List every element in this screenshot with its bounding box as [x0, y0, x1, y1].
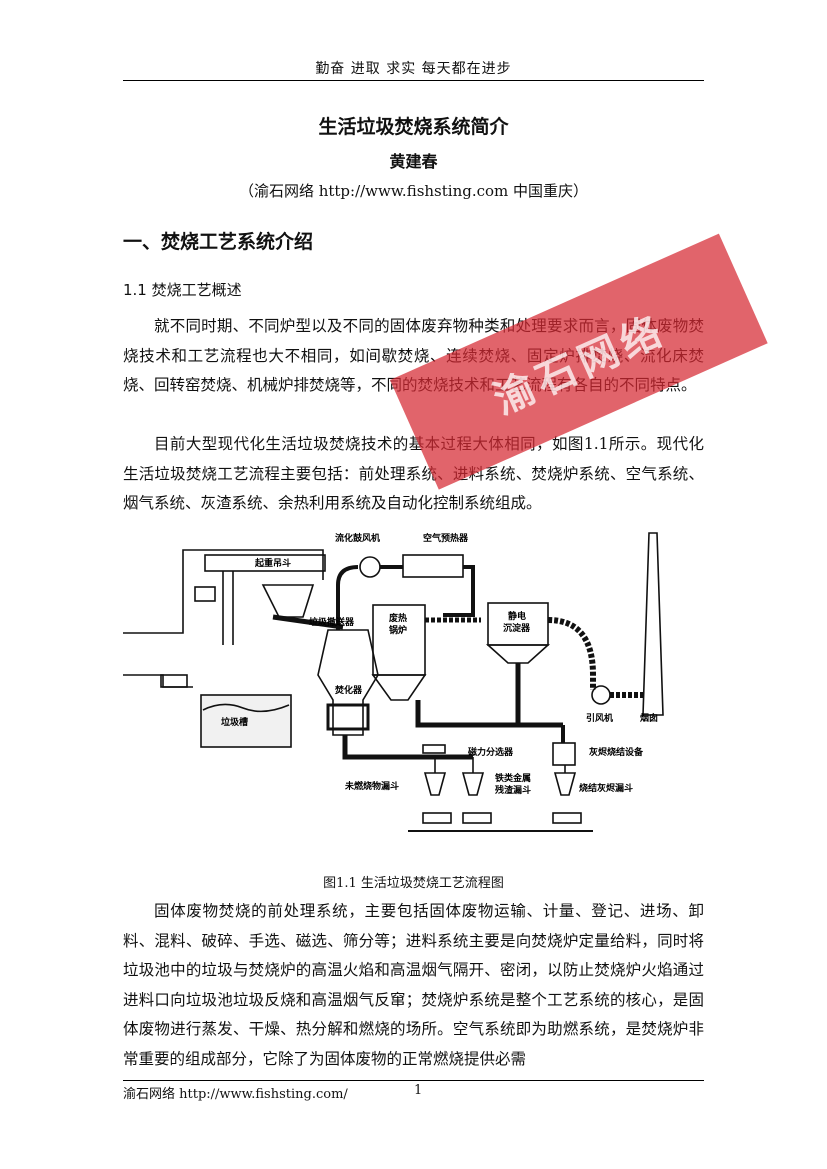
residue-hopper — [461, 772, 485, 796]
process-flow-diagram: 起重吊斗 流化鼓风机 空气预热器 垃圾撒送器 废热 锅炉 静电 沉淀器 垃圾槽 … — [123, 532, 664, 832]
building-outline — [123, 674, 193, 688]
document-author: 黄建春 — [389, 152, 438, 171]
label-unburnt-hopper: 未燃烧物漏斗 — [344, 780, 399, 792]
label-feeder: 垃圾撒送器 — [309, 616, 355, 628]
label-induced-fan: 引风机 — [586, 712, 613, 724]
subsection-heading: 1.1 焚烧工艺概述 — [123, 281, 242, 299]
label-crane: 起重吊斗 — [254, 557, 291, 569]
header-rule — [123, 80, 704, 81]
blower-fan — [359, 556, 381, 578]
unburnt-hopper — [423, 772, 447, 796]
document-title: 生活垃圾焚烧系统简介 — [318, 116, 509, 138]
air-preheater — [402, 554, 464, 578]
page-header-motto: 勤奋 进取 求实 每天都在进步 — [315, 61, 512, 77]
paragraph-3: 固体废物焚烧的前处理系统，主要包括固体废物运输、计量、登记、进场、卸料、混料、破… — [123, 902, 704, 1068]
paragraph-2: 目前大型现代化生活垃圾焚烧技术的基本过程大体相同，如图1.1所示。现代化生活垃圾… — [123, 435, 704, 512]
label-preheater: 空气预热器 — [423, 532, 469, 544]
garbage-pit — [200, 694, 292, 748]
ash-sintering-unit — [552, 742, 576, 766]
document-affiliation: （渝石网络 http://www.fishsting.com 中国重庆） — [238, 182, 589, 200]
label-fan: 流化鼓风机 — [335, 532, 380, 544]
label-pit: 垃圾槽 — [221, 716, 248, 728]
label-boiler-1: 废热 — [389, 612, 407, 624]
label-iron-2: 残渣漏斗 — [495, 784, 531, 796]
label-iron-1: 铁类金属 — [495, 772, 531, 784]
induced-fan — [591, 685, 611, 705]
label-esp-1: 静电 — [508, 610, 526, 622]
footer-rule — [123, 1080, 704, 1081]
page-number: 1 — [414, 1083, 423, 1098]
label-sinter-hopper: 烧结灰烬漏斗 — [579, 782, 633, 794]
footer-site: 渝石网络 http://www.fishsting.com/ — [123, 1087, 348, 1102]
label-magnetic: 磁力分选器 — [468, 746, 514, 758]
sinter-ash-hopper — [553, 772, 577, 796]
figure-caption: 图1.1 生活垃圾焚烧工艺流程图 — [323, 876, 504, 891]
label-chimney: 烟囱 — [640, 712, 658, 724]
label-ash-equipment: 灰烬烧结设备 — [589, 746, 644, 758]
crane-rail — [204, 554, 326, 572]
label-esp-2: 沉淀器 — [503, 622, 531, 634]
label-incinerator: 焚化器 — [334, 684, 363, 696]
incinerator — [317, 629, 379, 736]
section-heading: 一、焚烧工艺系统介绍 — [123, 231, 314, 253]
chimney — [642, 532, 664, 716]
feed-hopper — [261, 584, 315, 618]
label-boiler-2: 锅炉 — [388, 624, 407, 636]
